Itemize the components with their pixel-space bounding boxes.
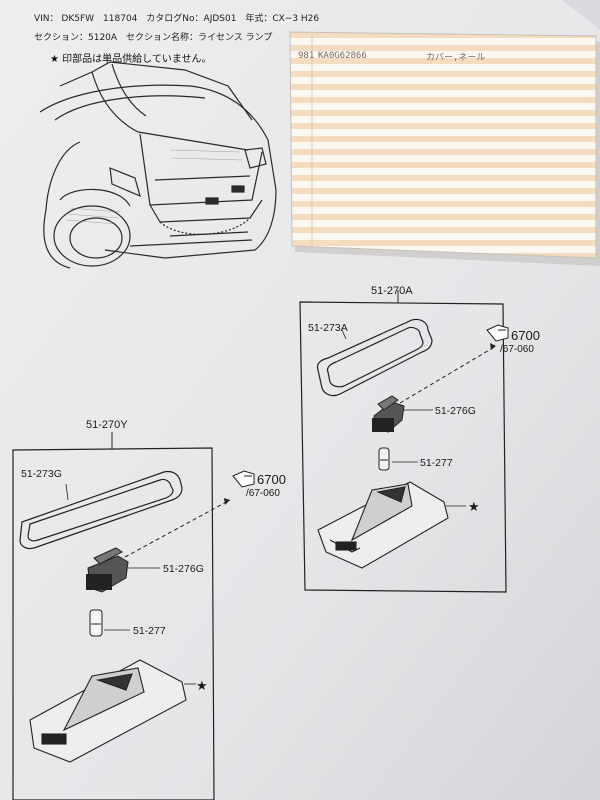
section-no: セクション：5120A	[34, 33, 118, 43]
part-label: 51-277	[420, 457, 453, 469]
section-name: セクション名称：ライセンス ランプ	[125, 33, 273, 43]
vin-label: VIN：	[34, 14, 59, 24]
assembly-label: 51-270Y	[86, 419, 128, 431]
assembly-label: 51-270A	[371, 285, 413, 297]
reference-page: 6700	[257, 472, 286, 487]
part-label: 51-276G	[163, 563, 204, 575]
vin-value: DK5FW 118704	[61, 14, 138, 24]
part-label: 51-273A	[308, 322, 348, 334]
lens-gasket-51-273A	[316, 318, 433, 397]
reference-subpage: /67-060	[246, 488, 280, 499]
bulb-51-277-left	[89, 609, 103, 637]
car-rear-drawing	[39, 61, 277, 269]
not-supplied-star: ★	[196, 678, 208, 693]
hand-pointer-icon	[486, 324, 509, 342]
socket-51-276G-left	[86, 547, 129, 593]
vin-line: VIN： DK5FW 118704 カタログNo：AJDS01 年式：CX−3 …	[34, 11, 319, 24]
model-year: 年式：CX−3 H26	[245, 14, 320, 24]
list-row-part-no: KA0G62866	[318, 51, 367, 61]
assembly-box-51-270Y	[12, 447, 215, 800]
part-label: 51-273G	[21, 468, 62, 480]
reference-subpage: /67-060	[500, 344, 534, 355]
lamp-housing-left	[29, 659, 187, 763]
socket-51-276G	[372, 395, 405, 433]
list-row-desc: カバー,ネール	[426, 52, 485, 63]
assembly-box-51-270A	[299, 301, 507, 593]
part-label: 51-276G	[435, 405, 476, 417]
lamp-housing-right	[317, 481, 449, 569]
bulb-51-277	[378, 447, 390, 471]
attached-list-sheet	[289, 31, 600, 266]
not-supplied-star: ★	[468, 499, 480, 514]
hand-pointer-icon	[232, 470, 255, 488]
catalog-no: カタログNo：AJDS01	[146, 14, 237, 24]
part-label: 51-277	[133, 625, 166, 637]
not-supplied-note: ★ 印部品は単品供給していません。	[50, 54, 212, 65]
section-line: セクション：5120A セクション名称：ライセンス ランプ	[34, 30, 272, 43]
reference-page: 6700	[511, 328, 540, 343]
list-row-code: 981	[298, 51, 314, 61]
lens-gasket-51-273G	[19, 470, 183, 550]
